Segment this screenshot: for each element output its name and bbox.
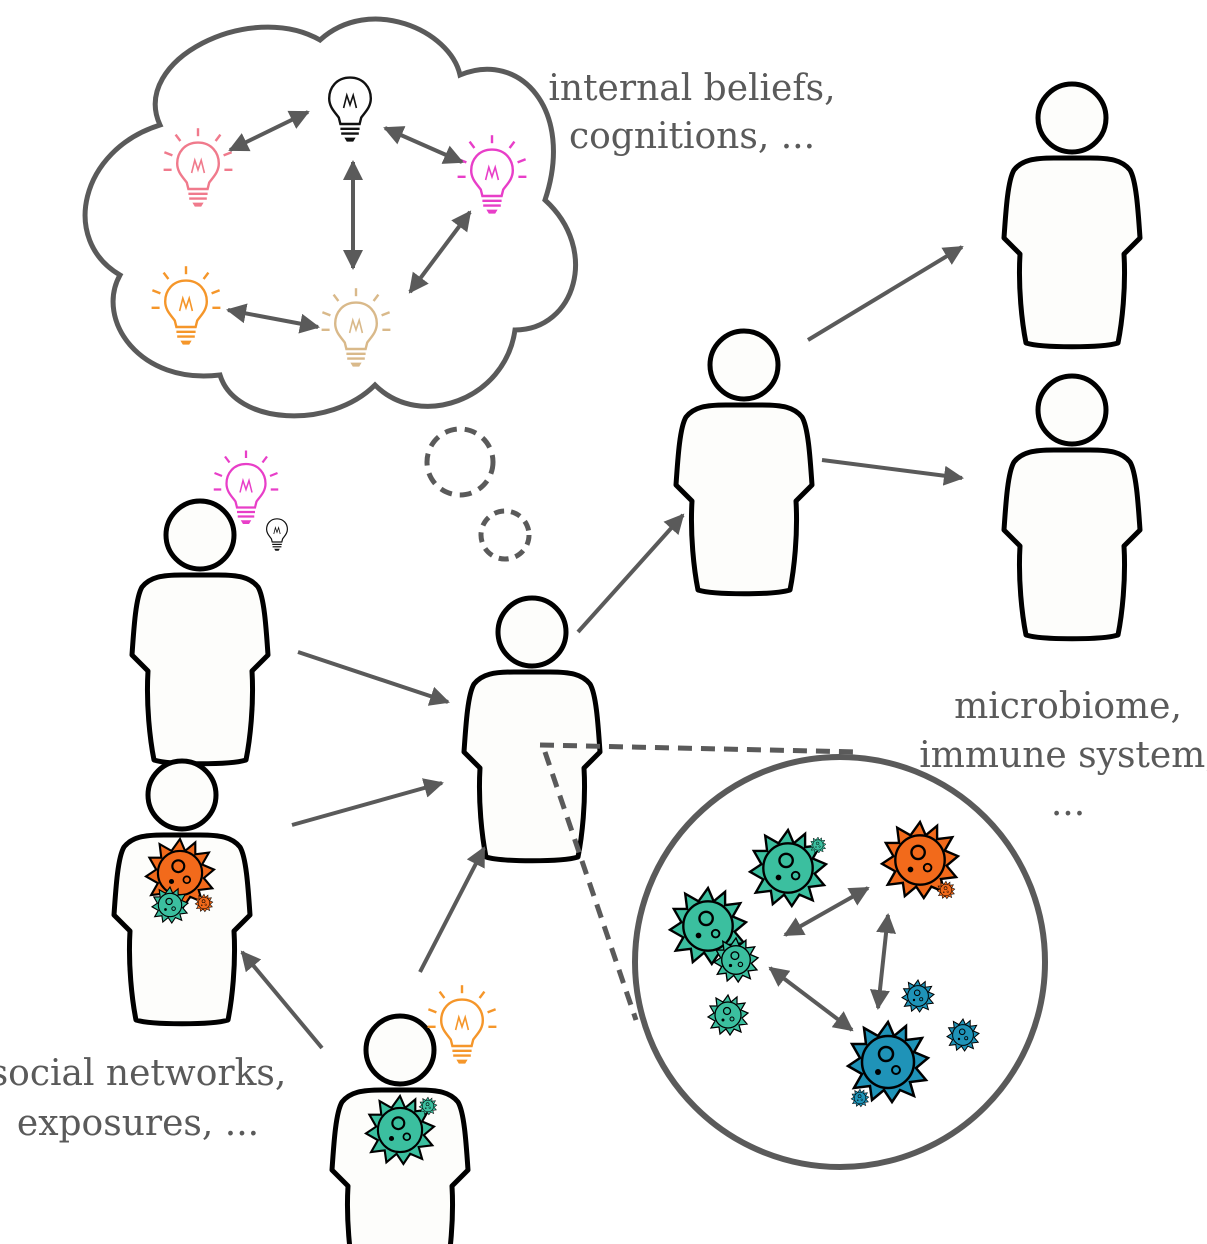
arrow-bottom-to-center [418, 846, 486, 973]
person-icon-top-right [1004, 84, 1140, 347]
arrow-center-to-upper-center [576, 513, 685, 634]
cloud-arrow-5 [226, 303, 320, 334]
label-internal-line1: internal beliefs, [548, 68, 835, 109]
person-icon-left-top [132, 501, 268, 764]
label-microbiome-line1: microbiome, [954, 686, 1182, 727]
label-social-line2: exposures, ... [17, 1103, 259, 1144]
arrow-upper-center-to-top-right [806, 245, 964, 342]
cloud-arrow-1 [228, 110, 310, 152]
zoom-arrow-1 [783, 886, 870, 937]
zoom-line-bottom [542, 751, 639, 1021]
lightbulb-icon-black-small [266, 518, 288, 552]
label-microbiome-line3: ... [1051, 783, 1085, 824]
zoom-arrow-3 [768, 966, 854, 1032]
arrow-bottom-to-left-bottom [240, 950, 324, 1050]
thought-cloud [82, 16, 578, 419]
cloud-arrow-4 [408, 210, 472, 294]
zoom-circle [632, 754, 1048, 1170]
person-icon-center [464, 598, 600, 861]
person-icon-mid-right [1004, 376, 1140, 639]
zoom-line-top [539, 742, 861, 755]
thought-bubble-small [478, 508, 532, 562]
label-microbiome-line2: immune system, [919, 735, 1207, 776]
person-icon-upper-center [676, 331, 812, 594]
lightbulb-icon-orange-small [426, 984, 498, 1065]
label-social-line1: social networks, [0, 1053, 286, 1094]
cloud-arrow-2 [383, 126, 464, 164]
arrow-upper-center-to-mid-right [821, 458, 964, 486]
thought-bubble-large [424, 426, 496, 498]
zoom-arrow-2 [869, 913, 897, 1010]
arrow-left-bottom-to-center [291, 778, 444, 827]
label-internal-line2: cognitions, ... [569, 116, 815, 157]
arrow-left-top-to-center [297, 650, 450, 706]
